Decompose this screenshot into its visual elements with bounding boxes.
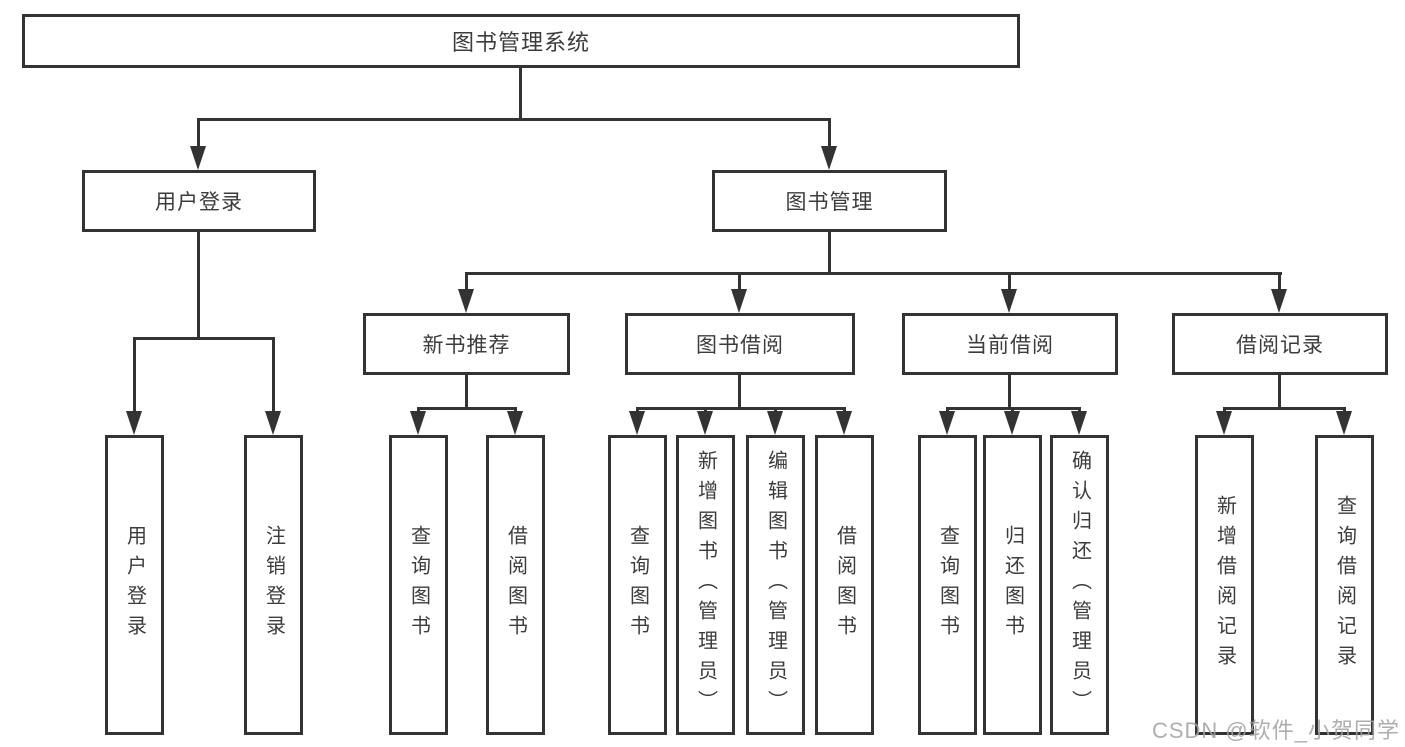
leaf-add-books-admin: 新增图书（管理员） [676, 435, 735, 735]
leaf-query-borrow-record: 查询借阅记录 [1315, 435, 1374, 735]
node-book-borrow: 图书借阅 [625, 313, 855, 375]
arrow-down-icon [265, 411, 281, 435]
arrow-down-icon [697, 411, 713, 435]
leaf-borrow-books: 借阅图书 [815, 435, 874, 735]
arrow-down-icon [767, 411, 783, 435]
leaf-return-books: 归还图书 [983, 435, 1042, 735]
arrow-down-icon [731, 289, 747, 313]
arrow-down-icon [1001, 289, 1017, 313]
connector-line [636, 407, 846, 410]
connector-line [133, 337, 275, 340]
connector-line [197, 118, 200, 148]
arrow-down-icon [836, 411, 852, 435]
connector-line [738, 373, 741, 410]
connector-line [774, 407, 777, 413]
leaf-user-login: 用户登录 [105, 435, 164, 735]
arrow-down-icon [1216, 411, 1232, 435]
connector-line [519, 66, 522, 120]
connector-line [1223, 407, 1346, 410]
connector-line [828, 230, 831, 274]
leaf-logout: 注销登录 [244, 435, 303, 735]
node-borrow-record: 借阅记录 [1172, 313, 1388, 375]
arrow-down-icon [126, 411, 142, 435]
connector-line [197, 230, 200, 337]
arrow-down-icon [190, 146, 206, 170]
leaf-add-borrow-record: 新增借阅记录 [1195, 435, 1254, 735]
connector-line [1223, 407, 1226, 413]
connector-line [1011, 407, 1014, 413]
arrow-down-icon [939, 411, 955, 435]
connector-line [417, 407, 517, 410]
leaf-borrow-books-recommend: 借阅图书 [486, 435, 545, 735]
node-user-login: 用户登录 [82, 170, 316, 232]
connector-line [465, 373, 468, 410]
connector-line [828, 118, 831, 148]
csdn-watermark: CSDN @软件_小贺同学 [1151, 718, 1400, 743]
connector-line [417, 407, 420, 413]
leaf-confirm-return-admin: 确认归还（管理员） [1050, 435, 1109, 735]
node-current-borrow: 当前借阅 [902, 313, 1118, 375]
arrow-down-icon [458, 289, 474, 313]
connector-line [738, 272, 741, 291]
connector-line [1008, 272, 1011, 291]
arrow-down-icon [410, 411, 426, 435]
connector-line [465, 272, 1282, 275]
connector-line [465, 272, 468, 291]
connector-line [197, 118, 831, 121]
node-root-library-system: 图书管理系统 [22, 14, 1020, 68]
leaf-query-books-recommend: 查询图书 [389, 435, 448, 735]
leaf-query-books-current: 查询图书 [918, 435, 977, 735]
connector-line [1008, 373, 1011, 410]
leaf-query-books-borrow: 查询图书 [608, 435, 667, 735]
arrow-down-icon [1004, 411, 1020, 435]
arrow-down-icon [629, 411, 645, 435]
connector-line [843, 407, 846, 413]
arrow-down-icon [507, 411, 523, 435]
connector-line [1078, 407, 1081, 413]
connector-line [1278, 373, 1281, 410]
connector-line [946, 407, 949, 413]
node-book-management: 图书管理 [712, 170, 947, 232]
arrow-down-icon [1336, 411, 1352, 435]
arrow-down-icon [821, 146, 837, 170]
arrow-down-icon [1071, 411, 1087, 435]
leaf-edit-books-admin: 编辑图书（管理员） [746, 435, 805, 735]
connector-line [636, 407, 639, 413]
connector-line [704, 407, 707, 413]
connector-line [514, 407, 517, 413]
arrow-down-icon [1271, 289, 1287, 313]
connector-line [1343, 407, 1346, 413]
connector-line [1278, 272, 1281, 291]
connector-line [272, 337, 275, 411]
connector-line [133, 337, 136, 411]
node-new-book-recommend: 新书推荐 [363, 313, 570, 375]
